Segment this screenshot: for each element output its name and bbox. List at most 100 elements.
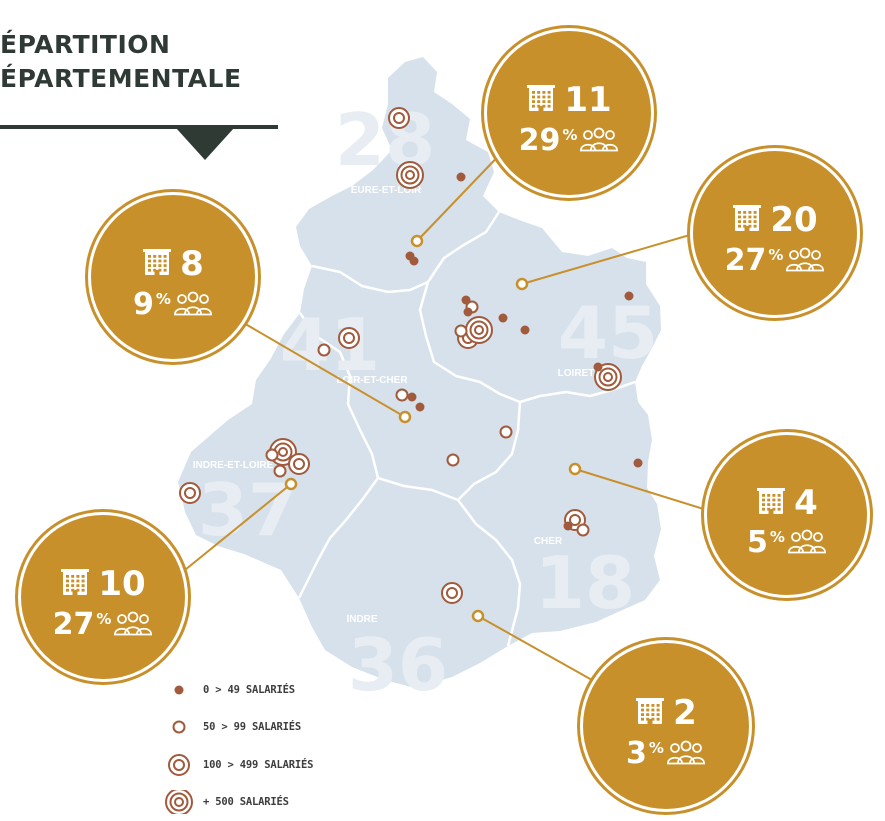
department-borders (297, 211, 636, 647)
title-line-1: ÉPARTITION (0, 30, 171, 59)
department-names: EURE-ET-LOIR LOIRET LOIR-ET-CHER INDRE-E… (193, 185, 595, 625)
building-icon (756, 486, 786, 520)
company-marker-double-ring (288, 453, 310, 475)
building-icon (142, 247, 172, 281)
border-41-45 (418, 281, 521, 404)
employee-percent: 9 (133, 287, 154, 323)
company-marker-dot (456, 172, 466, 182)
company-marker-triple-ring (396, 161, 424, 189)
building-icon (526, 83, 556, 117)
company-marker-double-ring (338, 327, 360, 349)
double-ring-marker-icon (165, 753, 193, 777)
company-marker-double-ring (179, 482, 201, 504)
dot-marker-icon (165, 678, 193, 702)
company-count: 8 (180, 244, 204, 285)
leader-anchor-37 (284, 477, 298, 491)
company-marker-dot (498, 313, 508, 323)
employee-percent: 3 (626, 736, 647, 772)
dept-number-37: 37 (198, 468, 298, 552)
percent-sign: % (648, 739, 664, 758)
page-title: ÉPARTITION ÉPARTEMENTALE (0, 28, 242, 96)
legend-item-500-plus: + 500 SALARIÉS (165, 790, 289, 814)
percent-sign: % (562, 126, 578, 145)
people-icon (785, 246, 825, 276)
leader-line-37 (179, 483, 292, 575)
border-28-41 (311, 264, 429, 294)
company-marker-dot (624, 291, 634, 301)
legend-label: + 500 SALARIÉS (203, 796, 289, 808)
people-icon (173, 290, 213, 320)
border-41-37 (298, 312, 380, 479)
dept-number-36: 36 (348, 623, 448, 707)
employee-percent: 27 (52, 607, 95, 643)
leader-line-41 (241, 321, 406, 418)
legend-label: 0 > 49 SALARIÉS (203, 684, 295, 696)
company-marker-dot (563, 521, 573, 531)
legend-item-100-499: 100 > 499 SALARIÉS (165, 753, 313, 777)
building-icon (635, 696, 665, 730)
company-marker-ring (446, 453, 460, 467)
leader-lines (179, 145, 711, 681)
title-underline (0, 125, 278, 129)
dept-name-37: INDRE-ET-LOIRE (193, 460, 274, 471)
company-marker-triple-ring (465, 316, 493, 344)
border-41-18 (457, 401, 522, 501)
leader-line-45 (521, 231, 701, 285)
people-icon (579, 126, 619, 156)
dept-name-41: LOIR-ET-CHER (336, 375, 408, 386)
percent-sign: % (155, 290, 171, 309)
company-count: 11 (564, 80, 612, 121)
percent-sign: % (96, 610, 112, 629)
company-marker-dot (409, 256, 419, 266)
people-icon (787, 528, 827, 558)
company-count: 20 (770, 200, 818, 241)
dept-name-18: CHER (534, 536, 563, 547)
leader-anchor-28 (410, 234, 424, 248)
border-28-45 (426, 211, 501, 283)
region-outline (178, 57, 661, 688)
company-marker-dot (407, 392, 417, 402)
company-marker-ring (576, 523, 590, 537)
legend-label: 100 > 499 SALARIÉS (203, 759, 314, 771)
callout-36: 2 3% (580, 640, 752, 812)
company-marker-ring (273, 464, 287, 478)
company-count: 2 (673, 693, 697, 734)
border-37-36 (297, 477, 380, 599)
company-marker-triple-ring (594, 363, 622, 391)
callout-18: 4 5% (704, 432, 870, 598)
leader-line-18 (574, 468, 711, 512)
employee-percent: 29 (518, 123, 561, 159)
border-36-18 (457, 499, 522, 647)
callout-45: 20 27% (690, 148, 860, 318)
company-marker-double-ring (441, 582, 463, 604)
company-marker-dot (633, 458, 643, 468)
dept-number-18: 18 (535, 541, 635, 625)
title-line-2: ÉPARTEMENTALE (0, 64, 242, 93)
callout-37: 10 27% (18, 512, 188, 682)
percent-sign: % (769, 527, 785, 546)
people-icon (113, 610, 153, 640)
company-count: 10 (98, 564, 146, 605)
company-count: 4 (794, 483, 818, 524)
company-markers (179, 107, 643, 604)
border-41-36 (377, 476, 459, 502)
company-marker-dot (593, 362, 603, 372)
company-marker-ring (265, 448, 279, 462)
ring-marker-icon (165, 715, 193, 739)
building-icon (732, 203, 762, 237)
callout-41: 8 9% (88, 192, 258, 362)
triple-ring-marker-icon (165, 790, 193, 814)
legend-item-50-99: 50 > 99 SALARIÉS (165, 715, 301, 739)
company-marker-dot (463, 307, 473, 317)
leader-anchors (284, 234, 582, 623)
company-marker-ring (454, 324, 468, 338)
company-marker-dot (415, 402, 425, 412)
leader-anchor-41 (398, 410, 412, 424)
leader-line-36 (477, 615, 593, 681)
leader-anchor-36 (471, 609, 485, 623)
dept-name-45: LOIRET (558, 368, 595, 379)
legend-item-0-49: 0 > 49 SALARIÉS (165, 678, 295, 702)
building-icon (60, 567, 90, 601)
